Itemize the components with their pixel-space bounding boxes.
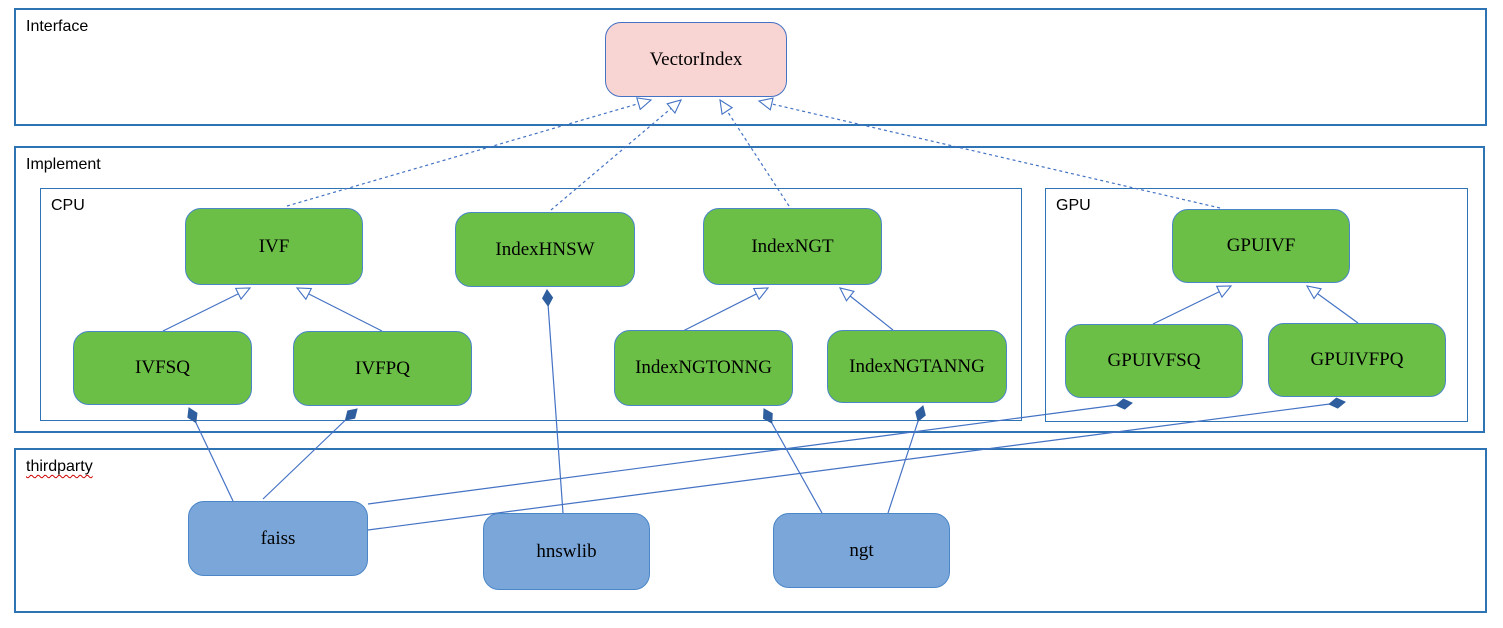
node-indexngtonng[interactable]: IndexNGTONNG — [614, 330, 793, 406]
node-ngt-label: ngt — [849, 539, 874, 561]
node-ivfsq-label: IVFSQ — [135, 357, 190, 378]
node-hnswlib-label: hnswlib — [536, 540, 597, 562]
node-ivfpq[interactable]: IVFPQ — [293, 331, 472, 406]
gpu-section-label: GPU — [1056, 197, 1091, 214]
node-ivfsq[interactable]: IVFSQ — [73, 331, 252, 405]
cpu-section-label: CPU — [51, 197, 85, 214]
node-indexngtanng[interactable]: IndexNGTANNG — [827, 330, 1007, 403]
thirdparty-section-label: thirdparty — [26, 458, 93, 475]
interface-section-label: Interface — [26, 18, 89, 35]
node-faiss[interactable]: faiss — [188, 501, 368, 576]
node-gpuivfpq[interactable]: GPUIVFPQ — [1268, 323, 1446, 397]
node-gpuivfpq-label: GPUIVFPQ — [1310, 349, 1404, 370]
node-indexngt-label: IndexNGT — [751, 235, 834, 257]
node-hnswlib[interactable]: hnswlib — [483, 513, 650, 590]
node-gpuivfsq-label: GPUIVFSQ — [1107, 350, 1201, 371]
node-vectorindex-label: VectorIndex — [649, 48, 743, 70]
implement-section-label: Implement — [26, 156, 101, 173]
node-ivfpq-label: IVFPQ — [355, 357, 410, 379]
node-faiss-label: faiss — [260, 527, 296, 549]
node-gpuivf[interactable]: GPUIVF — [1172, 209, 1350, 283]
node-vectorindex[interactable]: VectorIndex — [605, 22, 787, 97]
node-indexngtonng-label: IndexNGTONNG — [635, 357, 772, 378]
node-ivf[interactable]: IVF — [185, 208, 363, 285]
node-ivf-label: IVF — [258, 235, 290, 257]
node-indexhnsw[interactable]: IndexHNSW — [455, 212, 635, 287]
node-indexhnsw-label: IndexHNSW — [495, 238, 595, 260]
node-indexngt[interactable]: IndexNGT — [703, 208, 882, 285]
node-indexngtanng-label: IndexNGTANNG — [849, 355, 985, 377]
node-gpuivf-label: GPUIVF — [1226, 235, 1296, 256]
node-ngt[interactable]: ngt — [773, 513, 950, 588]
node-gpuivfsq[interactable]: GPUIVFSQ — [1065, 324, 1243, 398]
